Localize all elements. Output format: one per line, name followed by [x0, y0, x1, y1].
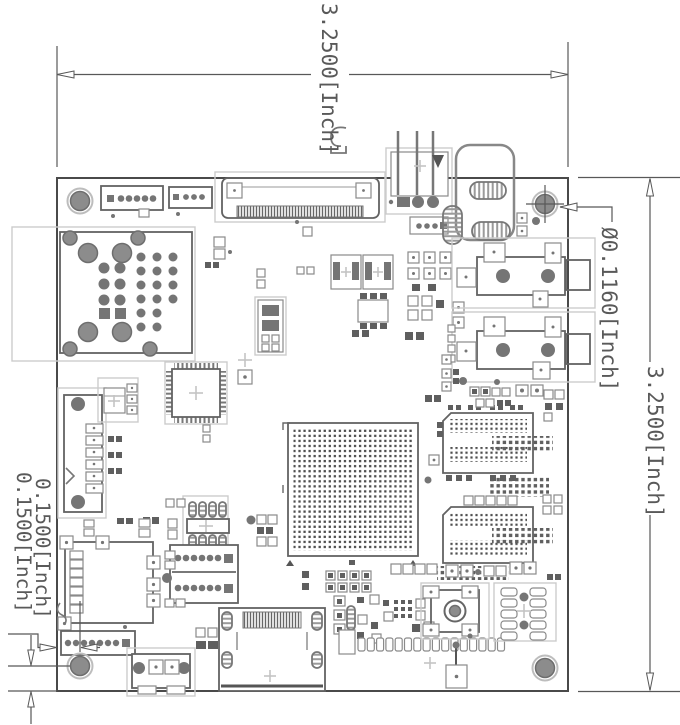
dim-label-hole-diameter: Ø0.1160[Inch] — [597, 227, 621, 391]
dim-label-offset-y: 0.1500[Inch] — [31, 478, 54, 619]
mounting-hole-bottom-right — [531, 654, 559, 682]
dim-label-board-height: 3.2500[Inch] — [643, 366, 667, 518]
mounting-hole-bottom-left — [66, 652, 94, 680]
via-block-mid — [463, 477, 563, 515]
pad-grid-3x2 — [407, 251, 452, 291]
soic8-chip — [143, 495, 278, 551]
pin-header-8 — [60, 625, 136, 656]
right-jack-2 — [447, 311, 596, 383]
pin-header-6 — [100, 185, 164, 218]
wire-connector — [57, 387, 122, 519]
bottom-right-details — [424, 641, 468, 689]
pad-matrix — [493, 582, 557, 642]
power-inductor-group — [442, 143, 516, 245]
rf-module — [56, 518, 186, 631]
mounting-hole-top-right — [526, 185, 564, 223]
edge-connector — [214, 171, 386, 237]
sim-connector — [169, 544, 239, 604]
silkscreen-hook — [330, 126, 347, 154]
dim-label-offset-x: 0.1500[Inch] — [12, 472, 35, 613]
fiducial-a — [237, 353, 253, 385]
small-4pad-component — [409, 216, 449, 235]
mounting-holes — [66, 185, 564, 682]
bottom-pad-row — [338, 629, 506, 655]
upper-middle-passives — [205, 236, 315, 289]
dimension-right-height: 3.2500[Inch] — [578, 176, 680, 693]
nav-switch — [420, 582, 490, 640]
bga-footprint — [282, 422, 419, 566]
micro-usb — [126, 647, 196, 697]
memory-chip-2 — [390, 506, 553, 580]
pre-joystick-pads — [445, 561, 561, 580]
dip-switch — [254, 296, 287, 356]
sd-connector — [218, 607, 326, 692]
top-right-passives — [516, 212, 540, 237]
qfp-chip — [164, 361, 228, 443]
pin-header-4 — [168, 186, 213, 216]
dim-label-board-width: 3.2500[Inch] — [317, 3, 341, 155]
dimension-hole-diameter: Ø0.1160[Inch] — [559, 202, 621, 391]
mounting-hole-top-left — [66, 187, 94, 215]
component-layer — [11, 126, 596, 697]
dimension-hole-offsets: 0.1500[Inch] 0.1500[Inch] — [8, 472, 100, 724]
cap-footprints — [330, 254, 394, 290]
sot-transistor — [97, 377, 139, 423]
dimension-top-width: 3.2500[Inch] — [56, 3, 569, 167]
right-mid-passives — [425, 354, 565, 422]
right-jack-1 — [451, 237, 596, 309]
lan-jack-footprint — [11, 226, 196, 362]
memory-chip-1 — [424, 405, 553, 484]
three-pin-connector — [385, 131, 453, 215]
